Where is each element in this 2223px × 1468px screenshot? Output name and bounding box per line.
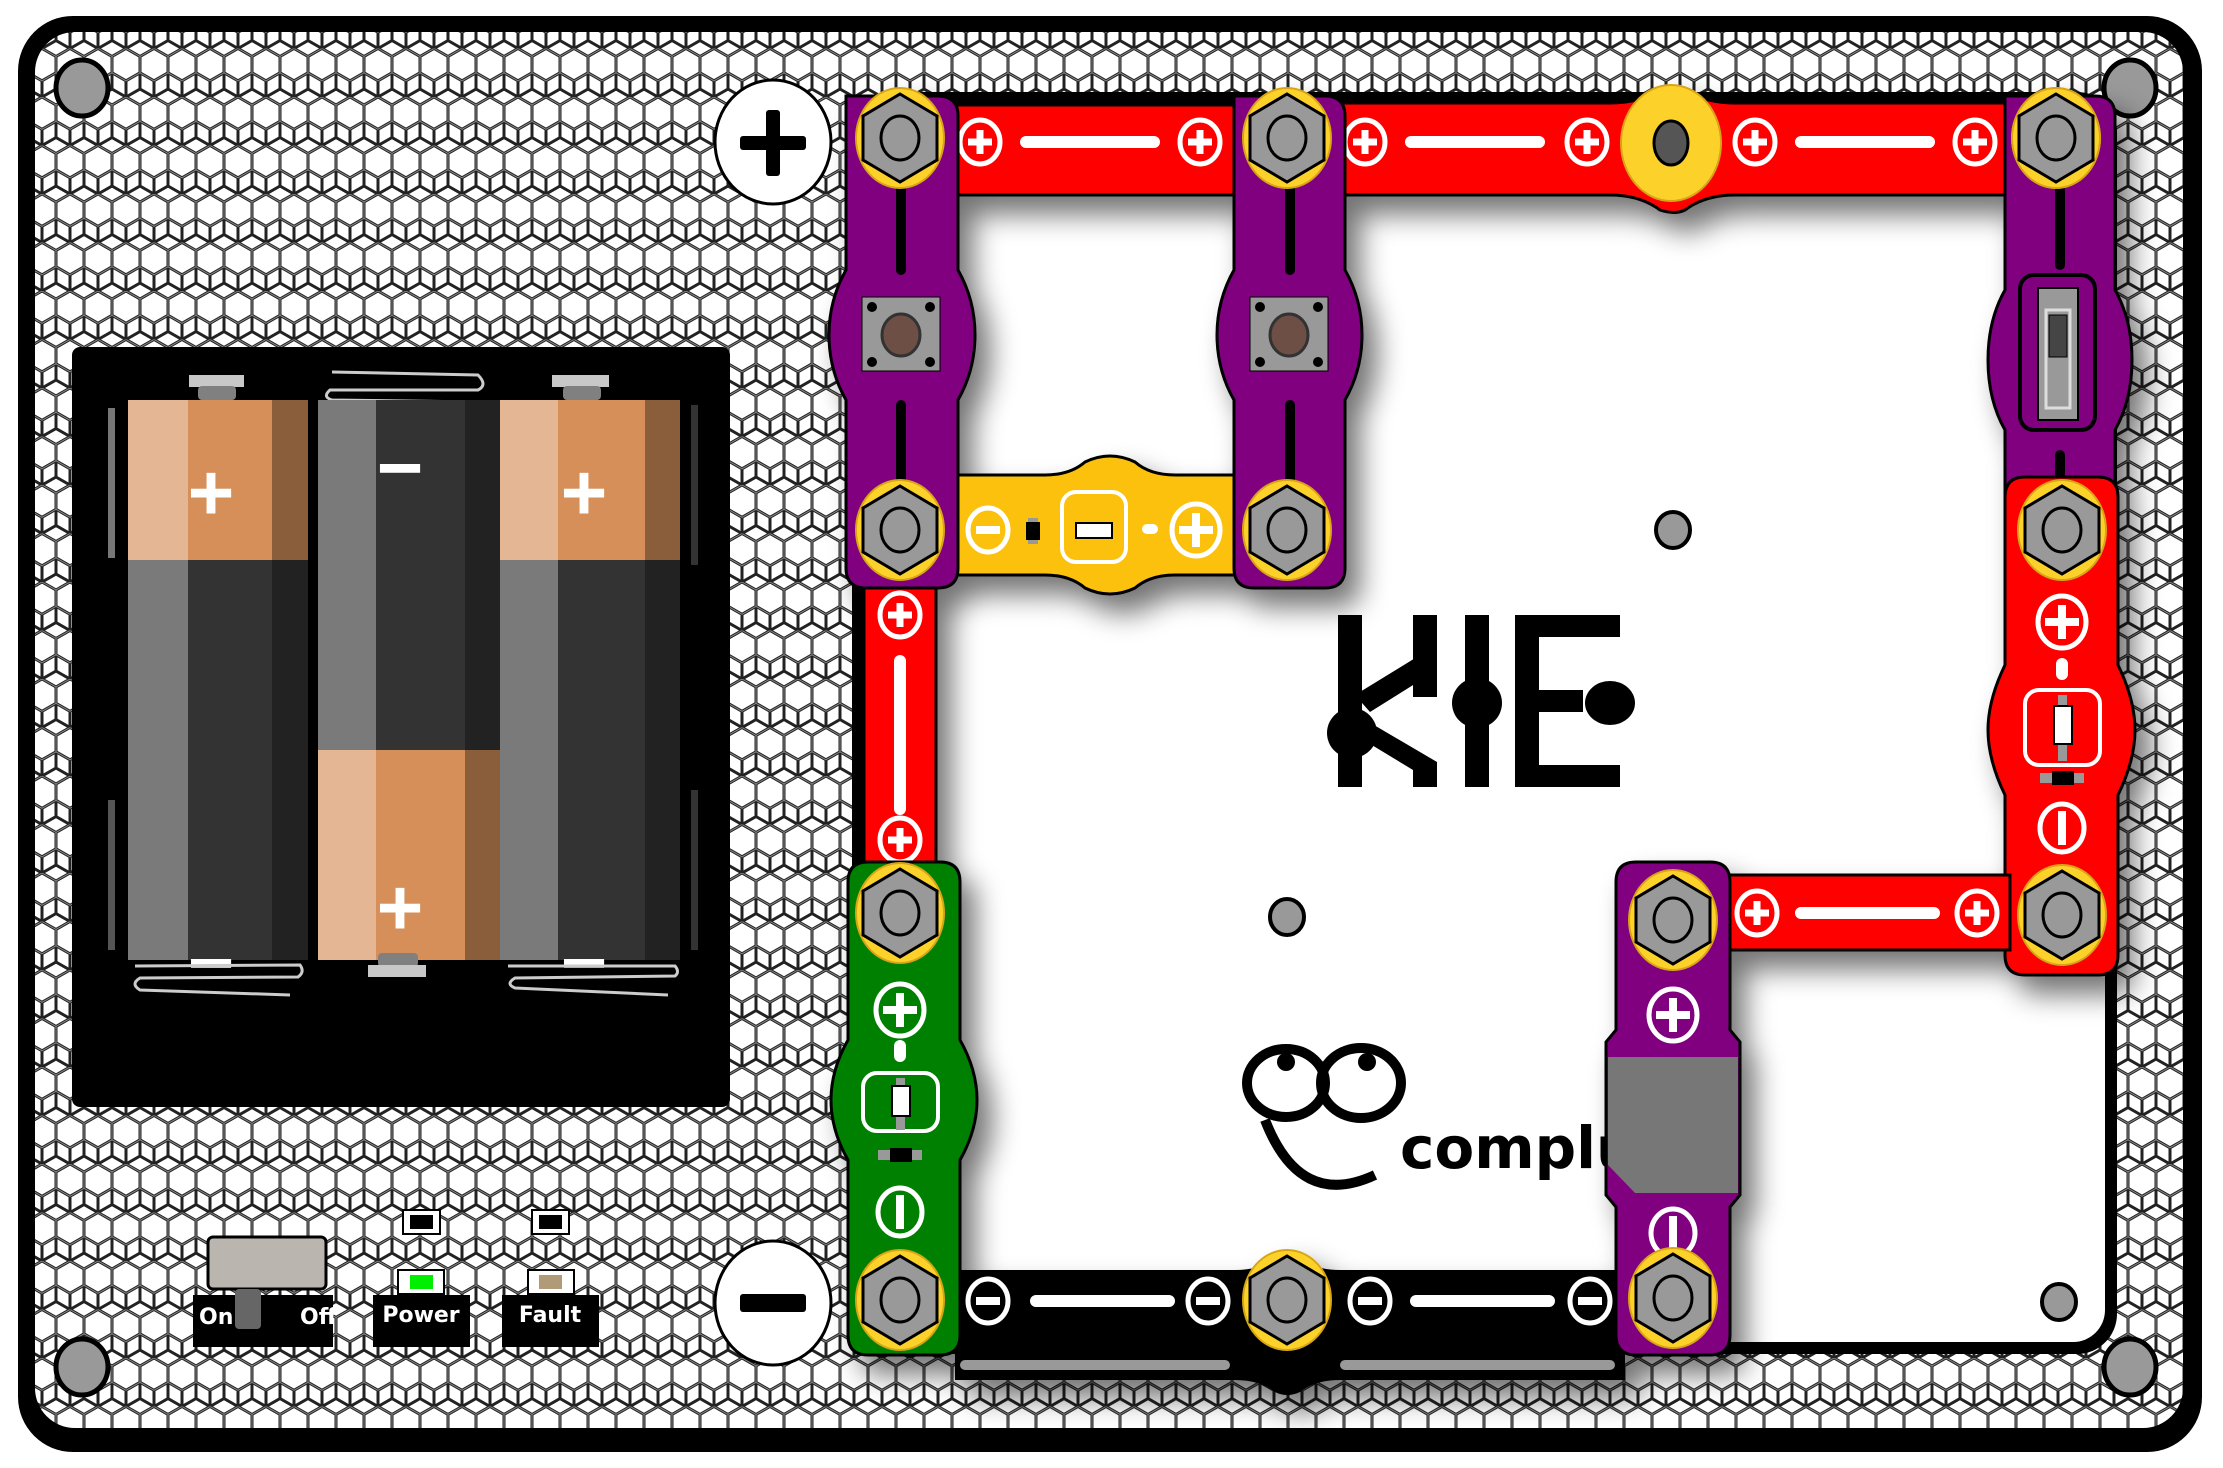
battery-cell: + −	[128, 375, 308, 1007]
slide-switch-module[interactable]	[1986, 86, 2134, 530]
fault-label: Fault	[519, 1303, 582, 1328]
wire-right-lower[interactable]	[1723, 873, 2012, 952]
pushbutton-module-2[interactable]	[1215, 86, 1364, 590]
cell-polarity-top: +	[561, 448, 608, 537]
positive-terminal[interactable]	[713, 78, 833, 206]
switch-off-label: Off	[300, 1305, 338, 1330]
wire-bottom[interactable]	[955, 1248, 1625, 1395]
complu-logo: complu	[1242, 1043, 1637, 1190]
power-label: Power	[382, 1303, 459, 1328]
switch-on-label: On	[199, 1305, 233, 1330]
cell-polarity-top: +	[188, 448, 235, 537]
component-module-purple[interactable]	[1604, 860, 1742, 1357]
brand-text: complu	[1400, 1114, 1637, 1182]
power-led-icon	[410, 1275, 433, 1289]
negative-terminal[interactable]	[713, 1239, 833, 1367]
power-switch[interactable]: On Off	[193, 1235, 338, 1347]
button-icon	[1268, 312, 1310, 358]
kie-logo	[1327, 615, 1635, 787]
button-icon	[880, 312, 922, 358]
battery-pack: + − − + + −	[72, 347, 730, 1107]
wire-top-left[interactable]	[933, 103, 1257, 197]
led-module-green[interactable]	[829, 860, 979, 1357]
battery-cell: − +	[318, 370, 500, 977]
board-peg-icon	[1654, 510, 1692, 550]
slider-knob-icon[interactable]	[2048, 314, 2068, 358]
fault-led-indicator: Fault	[502, 1209, 599, 1347]
snap-connector-icon	[2010, 86, 2102, 190]
cell-polarity-top: −	[377, 423, 424, 512]
battery-cell: + −	[500, 375, 680, 1007]
led-module-yellow[interactable]	[933, 454, 1262, 596]
led-module-red[interactable]	[1986, 475, 2137, 977]
corner-screw-icon	[56, 1339, 108, 1395]
board-peg-icon	[2040, 1282, 2078, 1322]
board-peg-icon	[1268, 897, 1306, 937]
cell-polarity-bottom: −	[561, 918, 608, 1007]
minus-icon	[740, 1294, 806, 1312]
fault-led-icon	[539, 1275, 562, 1289]
corner-screw-icon	[2104, 1339, 2156, 1395]
power-led-indicator: Power	[373, 1209, 470, 1347]
pushbutton-module-1[interactable]	[827, 86, 977, 590]
wire-top-right[interactable]	[1318, 84, 2057, 214]
corner-screw-icon	[56, 60, 108, 116]
cell-polarity-bottom: +	[377, 863, 424, 952]
wire-left-vertical[interactable]	[862, 558, 938, 882]
